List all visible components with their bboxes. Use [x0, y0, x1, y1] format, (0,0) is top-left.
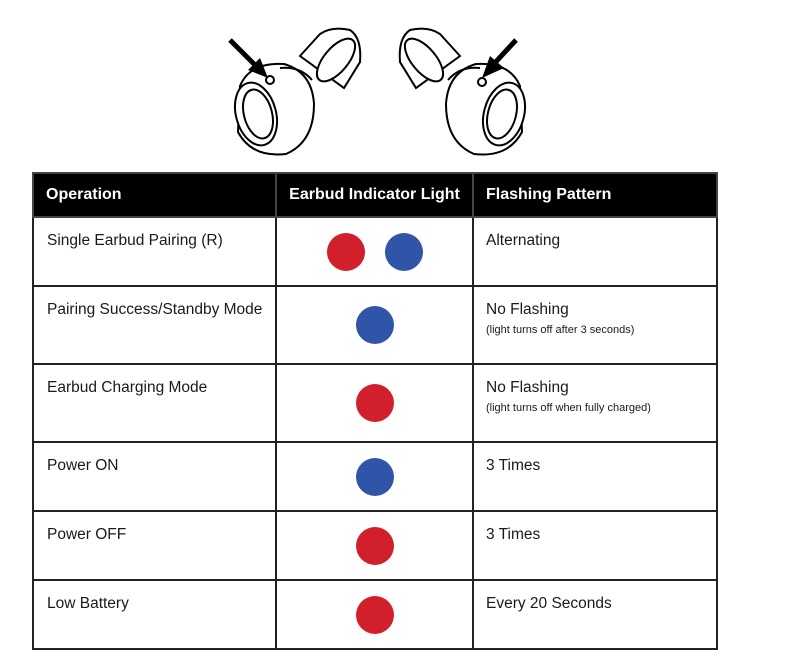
pattern-cell: Every 20 Seconds: [472, 579, 718, 650]
header-operation: Operation: [32, 172, 277, 218]
red-light-icon: [355, 595, 394, 634]
right-indicator-arrow-icon: [482, 38, 518, 78]
operation-cell: Power ON: [32, 441, 277, 512]
earbuds-illustration: [228, 27, 527, 156]
blue-light-icon: [355, 306, 394, 344]
left-indicator-arrow-icon: [228, 38, 268, 78]
indicator-light-cell: [275, 441, 474, 512]
left-earbud-icon: [233, 27, 362, 156]
blue-light-icon: [355, 457, 394, 496]
indicator-table: Operation Earbud Indicator Light Flashin…: [32, 172, 718, 650]
pattern-cell: 3 Times: [472, 441, 718, 512]
table-row: Single Earbud Pairing (R) Alternating: [32, 216, 718, 287]
right-earbud-icon: [398, 27, 527, 156]
red-light-icon: [355, 384, 394, 422]
operation-cell: Power OFF: [32, 510, 277, 581]
pattern-text: 3 Times: [486, 526, 541, 543]
pattern-cell: No Flashing (light turns off when fully c…: [472, 363, 718, 443]
operation-cell: Low Battery: [32, 579, 277, 650]
header-flashing-pattern: Flashing Pattern: [472, 172, 718, 218]
operation-cell: Earbud Charging Mode: [32, 363, 277, 443]
operation-cell: Single Earbud Pairing (R): [32, 216, 277, 287]
indicator-light-cell: [275, 216, 474, 287]
pattern-cell: 3 Times: [472, 510, 718, 581]
pattern-cell: Alternating: [472, 216, 718, 287]
indicator-light-cell: [275, 285, 474, 365]
pattern-text: 3 Times: [486, 457, 541, 474]
operation-cell: Pairing Success/Standby Mode: [32, 285, 277, 365]
blue-light-icon: [384, 232, 423, 271]
header-indicator-light: Earbud Indicator Light: [275, 172, 474, 218]
pattern-note: (light turns off after 3 seconds): [486, 324, 635, 336]
pattern-cell: No Flashing (light turns off after 3 seco…: [472, 285, 718, 365]
table-row: Earbud Charging Mode No Flashing (light t…: [32, 363, 718, 443]
pattern-text: Alternating: [486, 232, 561, 249]
table-row: Power ON 3 Times: [32, 441, 718, 512]
indicator-light-cell: [275, 510, 474, 581]
indicator-light-cell: [275, 363, 474, 443]
pattern-note: (light turns off when fully charged): [486, 402, 651, 414]
red-light-icon: [355, 526, 394, 565]
indicator-light-cell: [275, 579, 474, 650]
pattern-text: No Flashing: [486, 301, 569, 318]
table-row: Power OFF 3 Times: [32, 510, 718, 581]
table-row: Low Battery Every 20 Seconds: [32, 579, 718, 650]
pattern-text: Every 20 Seconds: [486, 595, 612, 612]
table-row: Pairing Success/Standby Mode No Flashing…: [32, 285, 718, 365]
table-header-row: Operation Earbud Indicator Light Flashin…: [32, 172, 718, 218]
pattern-text: No Flashing: [486, 379, 569, 396]
red-light-icon: [326, 232, 365, 271]
